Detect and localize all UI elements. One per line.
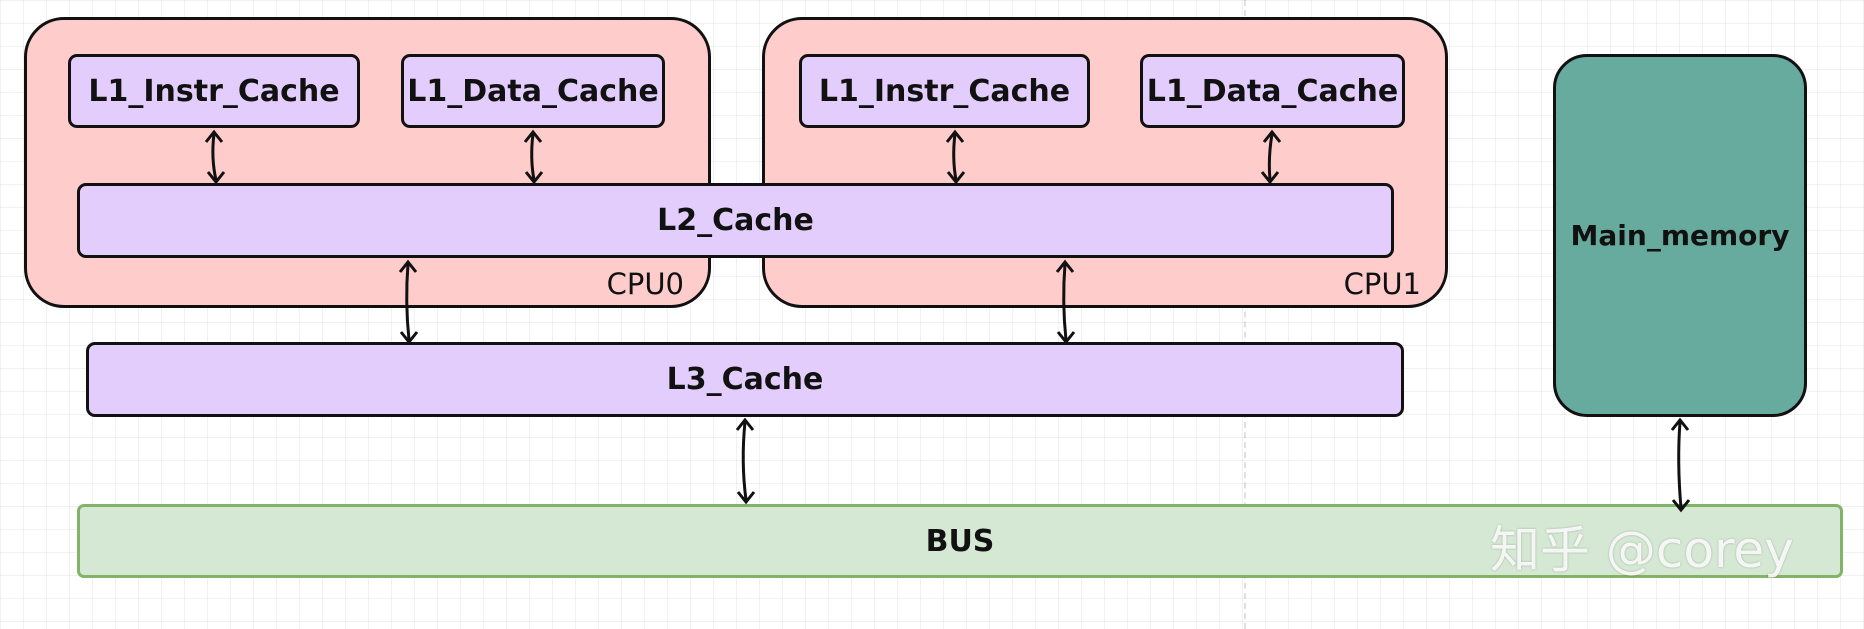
- watermark: 知乎 @corey: [1490, 521, 1794, 579]
- l2-cache[interactable]: L2_Cache: [77, 183, 1394, 258]
- arrow-l2-to-l3-left: [398, 259, 419, 345]
- arrow-l3-to-bus: [735, 417, 756, 505]
- cpu1-l1-data-cache-label: L1_Data_Cache: [1146, 73, 1399, 109]
- arrow-cpu0-l1-instr-to-l2: [204, 129, 226, 185]
- arrow-main-memory-to-bus: [1670, 417, 1691, 513]
- l2-cache-label: L2_Cache: [657, 203, 814, 238]
- cpu1-l1-instr-cache-label: L1_Instr_Cache: [818, 73, 1071, 109]
- cpu0-label: CPU0: [606, 267, 684, 301]
- arrow-cpu0-l1-data-to-l2: [523, 129, 544, 185]
- l3-cache[interactable]: L3_Cache: [86, 342, 1404, 417]
- bus-label: BUS: [925, 523, 995, 559]
- main-memory[interactable]: Main_memory: [1553, 54, 1807, 417]
- arrow-cpu1-l1-instr-to-l2: [945, 129, 966, 185]
- cpu1-label: CPU1: [1343, 267, 1421, 301]
- cpu1-l1-data-cache[interactable]: L1_Data_Cache: [1140, 54, 1405, 128]
- l3-cache-label: L3_Cache: [666, 362, 824, 397]
- cpu0-l1-instr-cache-label: L1_Instr_Cache: [88, 73, 340, 109]
- cpu0-l1-instr-cache[interactable]: L1_Instr_Cache: [68, 54, 360, 128]
- bus[interactable]: BUS: [77, 504, 1843, 578]
- cpu0-l1-data-cache[interactable]: L1_Data_Cache: [401, 54, 665, 128]
- cpu1-l1-instr-cache[interactable]: L1_Instr_Cache: [799, 54, 1090, 128]
- cpu0-l1-data-cache-label: L1_Data_Cache: [407, 73, 659, 109]
- arrow-l2-to-l3-right: [1055, 259, 1076, 345]
- dashed-guide-line: [1244, 0, 1246, 629]
- main-memory-label: Main_memory: [1570, 219, 1790, 252]
- arrow-cpu1-l1-data-to-l2: [1260, 129, 1282, 185]
